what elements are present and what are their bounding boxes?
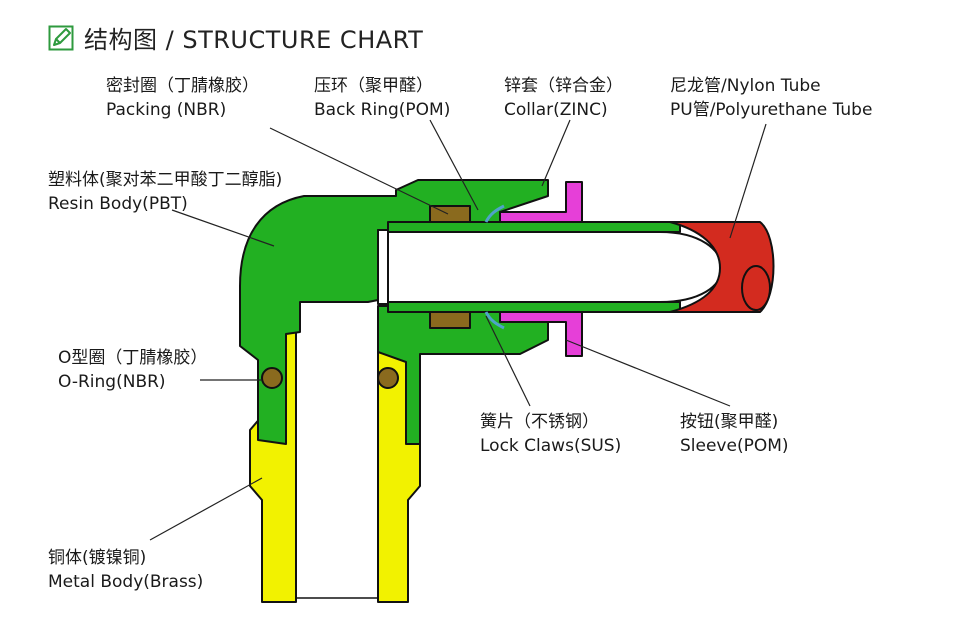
tube-wall-top (387, 221, 681, 233)
leader-back-ring (429, 119, 479, 211)
label-lock-claws-cn: 簧片（不锈钢） (480, 412, 599, 432)
label-metal-body-cn: 铜体(镀镍铜) (48, 548, 147, 568)
packing-bottom (429, 311, 471, 329)
label-sleeve: 按钮(聚甲醛) Sleeve(POM) (680, 410, 789, 458)
label-back-ring-cn: 压环（聚甲醛） (314, 76, 433, 96)
label-tube-cn: 尼龙管/Nylon Tube (670, 76, 821, 96)
label-resin-body-en: Resin Body(PBT) (48, 194, 188, 214)
sleeve-top (499, 181, 583, 223)
label-resin-body-cn: 塑料体(聚对苯二甲酸丁二醇脂) (48, 170, 283, 190)
chart-title: 结构图 / STRUCTURE CHART (48, 20, 423, 55)
leader-packing (269, 127, 449, 215)
leader-sleeve (565, 339, 731, 407)
label-lock-claws: 簧片（不锈钢） Lock Claws(SUS) (480, 410, 621, 458)
sleeve-bottom (499, 311, 583, 357)
leader-tube (729, 123, 767, 239)
label-packing-en: Packing (NBR) (106, 100, 227, 120)
label-metal-body-en: Metal Body(Brass) (48, 572, 204, 592)
o-ring-left (261, 367, 283, 389)
label-tube: 尼龙管/Nylon Tube PU管/Polyurethane Tube (670, 74, 872, 122)
leader-collar (541, 119, 571, 187)
resin-body-shape (239, 179, 549, 445)
label-resin-body: 塑料体(聚对苯二甲酸丁二醇脂) Resin Body(PBT) (48, 168, 282, 216)
label-o-ring-en: O-Ring(NBR) (58, 372, 166, 392)
label-packing: 密封圈（丁腈橡胶） Packing (NBR) (106, 74, 259, 122)
tube-wall-bottom (387, 301, 681, 313)
o-ring-right (377, 367, 399, 389)
label-lock-claws-en: Lock Claws(SUS) (480, 436, 622, 456)
lock-claw-top (484, 204, 505, 223)
label-packing-cn: 密封圈（丁腈橡胶） (106, 76, 259, 96)
label-collar-en: Collar(ZINC) (504, 100, 608, 120)
label-collar-cn: 锌套（锌合金） (504, 76, 623, 96)
label-back-ring: 压环（聚甲醛） Back Ring(POM) (314, 74, 450, 122)
label-o-ring: O型圈（丁腈橡胶） O-Ring(NBR) (58, 346, 207, 394)
label-back-ring-en: Back Ring(POM) (314, 100, 451, 120)
leader-lock-claws (485, 315, 531, 407)
tube-end (741, 265, 771, 311)
label-collar: 锌套（锌合金） Collar(ZINC) (504, 74, 623, 122)
pencil-edit-icon (48, 25, 74, 50)
label-sleeve-en: Sleeve(POM) (680, 436, 789, 456)
flow-channel (377, 229, 389, 305)
leader-metal-body (149, 477, 263, 541)
label-tube-en: PU管/Polyurethane Tube (670, 100, 873, 120)
lock-claw-bottom (484, 311, 505, 330)
tube-inner (387, 231, 723, 303)
label-metal-body: 铜体(镀镍铜) Metal Body(Brass) (48, 546, 203, 594)
leader-resin-body (171, 209, 275, 247)
label-sleeve-cn: 按钮(聚甲醛) (680, 412, 779, 432)
label-o-ring-cn: O型圈（丁腈橡胶） (58, 348, 208, 368)
title-text: 结构图 / STRUCTURE CHART (84, 26, 424, 54)
